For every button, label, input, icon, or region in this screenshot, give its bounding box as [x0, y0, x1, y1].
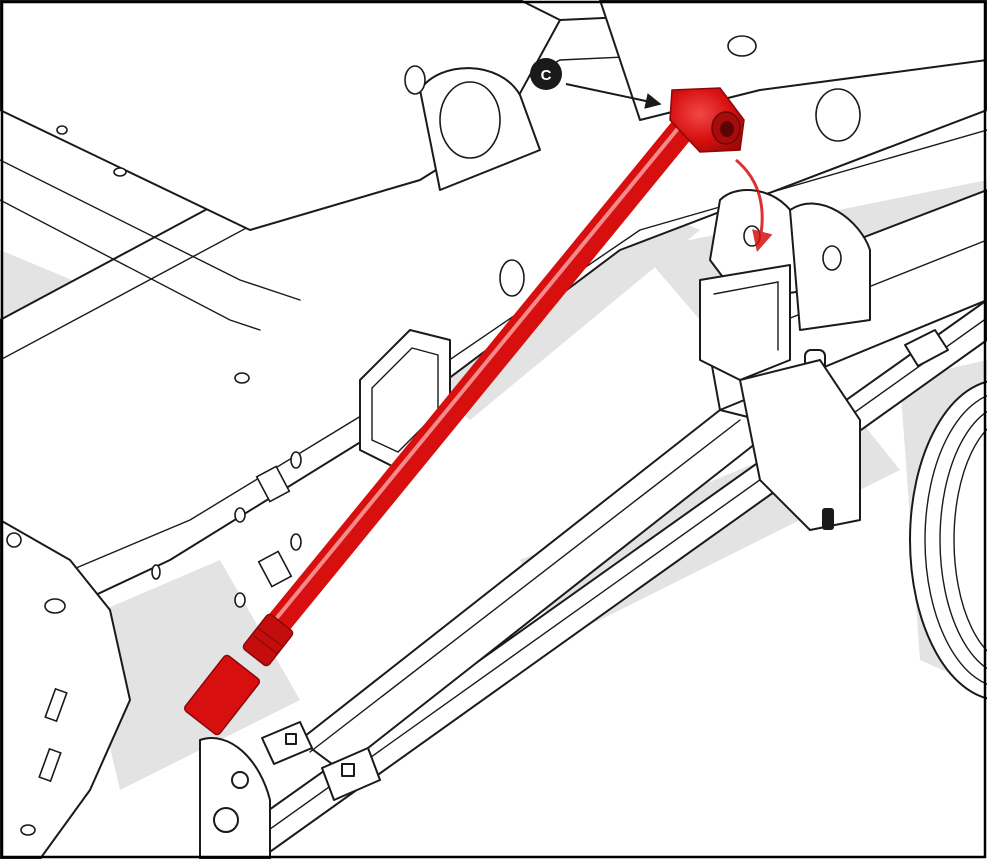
rod-end-threaded-adjuster — [183, 613, 294, 736]
rod-end-bushing-eye — [669, 87, 745, 153]
callout-arrow-icon — [565, 83, 662, 109]
callout-c: C — [530, 58, 662, 109]
curved-red-arrow-down-icon — [735, 158, 773, 253]
tire — [909, 380, 987, 700]
adjustable-link-rod — [183, 87, 745, 736]
axle-assembly — [699, 189, 987, 531]
callout-letter: C — [541, 67, 552, 84]
spring-clips — [199, 721, 381, 859]
left-bracket — [0, 519, 131, 859]
